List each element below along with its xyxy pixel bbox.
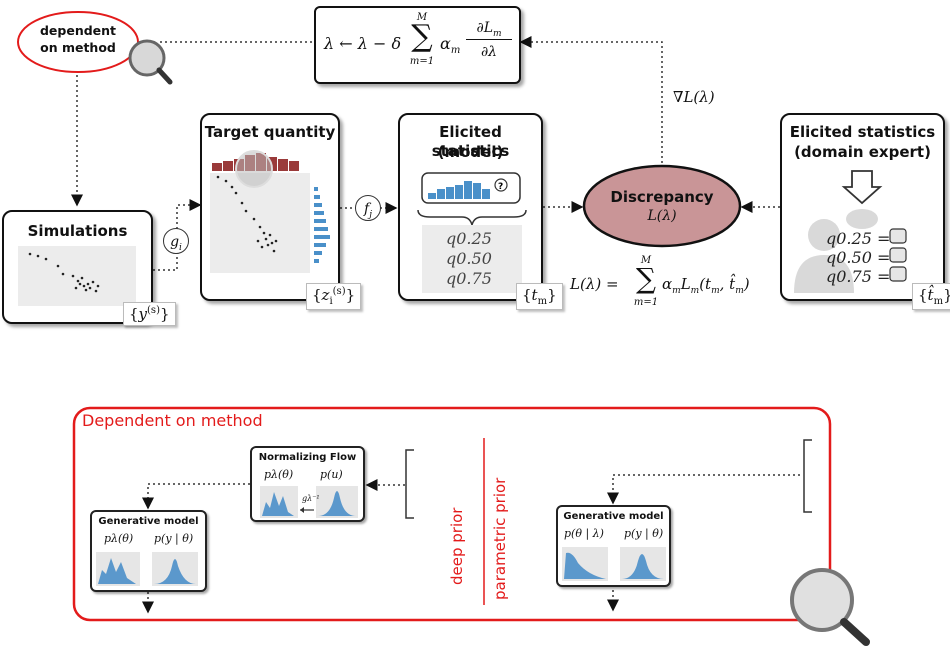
model-q25: q0.25 <box>446 229 492 248</box>
normalizing-flow-title: Normalizing Flow <box>258 452 357 463</box>
magnifier-icon-top <box>128 39 173 85</box>
update-rule-lhs: λ ← λ − δ <box>324 34 402 53</box>
update-fraction-den: ∂λ <box>480 44 498 60</box>
discrepancy-sub: L(λ) <box>647 208 677 224</box>
answer-box-2 <box>889 247 907 263</box>
down-arrow-icon <box>841 170 883 205</box>
g-label: gi <box>170 234 182 253</box>
update-rule-box: λ ← λ − δ M ∑ m=1 αm ∂Lm ∂λ <box>314 6 521 84</box>
flow-p-u: p(u) <box>320 468 343 481</box>
generative-right-p-theta: p(θ | λ) <box>564 527 604 540</box>
update-sum-top: M <box>416 12 428 23</box>
person-head-icon <box>808 219 840 251</box>
target-title: Target quantity <box>204 123 336 141</box>
expert-q50: q0.50 = <box>826 248 891 267</box>
gradient-label: ∇L(λ) <box>673 88 715 106</box>
loss-sum-top: M <box>640 255 652 266</box>
simulations-title: Simulations <box>27 222 128 240</box>
target-plots <box>210 150 330 273</box>
magnifier-icon-bottom <box>790 568 870 646</box>
loss-formula: L(λ) = M ∑ m=1 αmLm(tm, t̂m) <box>570 255 770 315</box>
flow-densities <box>260 486 358 518</box>
target-magnifier-lens <box>235 150 273 188</box>
flow-g-inverse: gλ⁻¹ <box>302 494 320 503</box>
target-quantity-box: Target quantity <box>200 113 340 301</box>
elicited-expert-title-line1: Elicited statistics <box>789 123 936 141</box>
expert-graphics <box>794 170 907 293</box>
loss-lhs: L(λ) = <box>570 275 619 293</box>
generative-left-p-y: p(y | θ) <box>154 532 194 545</box>
f-label: fj <box>364 201 372 220</box>
loss-sum-sign: ∑ <box>636 262 656 295</box>
update-sum-sign: ∑ <box>411 19 433 54</box>
g-node: gi <box>163 228 189 254</box>
generative-right-densities <box>562 547 666 581</box>
model-q75: q0.75 <box>446 269 492 288</box>
discrepancy-title: Discrepancy <box>610 188 714 206</box>
method-panel-title: Dependent on method <box>82 411 263 430</box>
update-sum-bottom: m=1 <box>409 56 435 67</box>
update-fraction-num: ∂Lm <box>466 20 512 40</box>
simulations-set-label: {y(s)} <box>123 302 176 326</box>
dependent-label-line2: on method <box>40 40 116 55</box>
elicited-expert-box: Elicited statistics (domain expert) q0.2… <box>780 113 945 301</box>
connector-discrepancy-to-update <box>519 36 663 168</box>
person-body-icon <box>794 255 854 293</box>
elicited-model-set-label: {tm} <box>516 283 563 310</box>
update-alpha: αm <box>440 34 461 57</box>
loss-sum-bottom: m=1 <box>633 297 659 308</box>
generative-left-p-lambda: pλ(θ) <box>104 532 134 545</box>
elicited-model-box: Elicited statistics (model) ? q0.25 q0.5… <box>398 113 543 301</box>
flow-p-lambda: pλ(θ) <box>264 468 294 481</box>
loss-rhs: αmLm(tm, t̂m) <box>662 275 750 296</box>
method-panel-frame <box>72 406 832 622</box>
elicited-expert-set-label: {t̂m} <box>912 283 950 310</box>
elicited-model-title-line2: (model) <box>437 143 504 161</box>
generative-left-densities <box>96 552 198 586</box>
normalizing-flow-box: Normalizing Flow pλ(θ) p(u) gλ⁻¹ <box>250 446 365 522</box>
elicited-model-histogram: ? <box>417 172 527 293</box>
expert-q75: q0.75 = <box>826 267 891 286</box>
connector-bracket-to-generative-right <box>607 474 800 505</box>
model-q50: q0.50 <box>446 249 492 268</box>
expert-q25: q0.25 = <box>826 229 891 248</box>
generative-right-title: Generative model <box>563 511 664 522</box>
bracket-right <box>803 439 812 513</box>
generative-right-p-y: p(y | θ) <box>624 527 664 540</box>
thought-bubble-icon <box>846 209 878 229</box>
bracket-left <box>405 449 414 519</box>
answer-box-3 <box>889 266 907 282</box>
parametric-prior-label: parametric prior <box>491 477 509 600</box>
discrepancy-ellipse <box>582 164 742 248</box>
generative-model-left-box: Generative model pλ(θ) p(y | θ) <box>90 510 207 592</box>
generative-model-right-box: Generative model p(θ | λ) p(y | θ) <box>556 505 671 587</box>
elicited-expert-title-line2: (domain expert) <box>794 143 931 161</box>
connector-flow-to-generative <box>142 483 250 510</box>
f-node: fj <box>355 195 381 221</box>
dependent-on-method-label: dependent on method <box>30 22 126 56</box>
target-set-label: {zi(s)} <box>306 283 362 310</box>
svg-text:?: ? <box>498 182 503 192</box>
answer-box-1 <box>889 228 907 244</box>
dependent-label-line1: dependent <box>39 23 117 38</box>
simulations-scatter <box>18 246 136 306</box>
deep-prior-label: deep prior <box>448 507 466 585</box>
elicited-model-title-line1: Elicited statistics <box>431 123 510 160</box>
generative-left-title: Generative model <box>98 516 199 527</box>
